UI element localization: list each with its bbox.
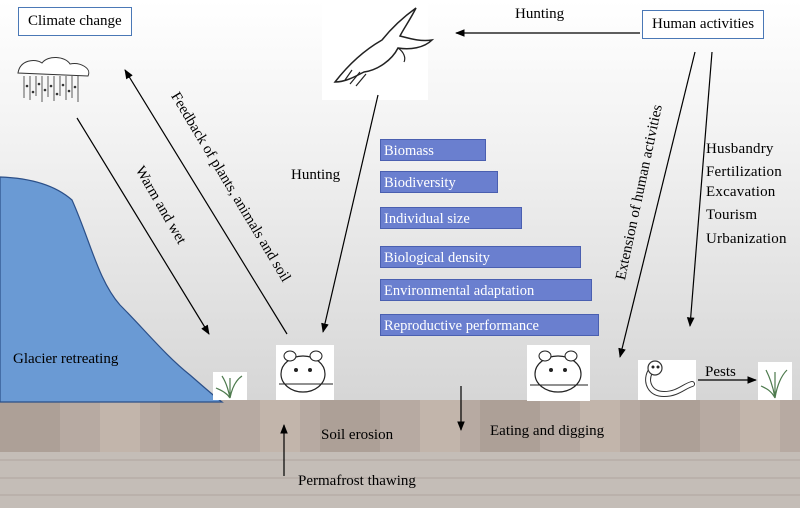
relation-arrows: [76, 29, 757, 476]
climate-change-box: Climate change: [18, 7, 132, 36]
worm-icon: [638, 360, 696, 400]
action-tourism: Tourism: [706, 207, 758, 223]
soil-texture: [0, 459, 800, 496]
hunting-label-left: Hunting: [291, 167, 341, 183]
soil-erosion-label: Soil erosion: [321, 427, 394, 443]
grass-icon: [213, 372, 247, 400]
hunting-label-top: Hunting: [515, 6, 565, 22]
permafrost-label: Permafrost thawing: [298, 473, 416, 489]
pika-icon: [527, 345, 590, 401]
warm-wet-arrow: [76, 117, 210, 335]
glacier-label: Glacier retreating: [13, 351, 119, 367]
hunting-arrow-down: [321, 94, 379, 333]
impact-bar-biological-density: Biological density: [380, 246, 581, 268]
impact-bar-reproductive-performance: Reproductive performance: [380, 314, 599, 336]
feedback-arrow: [124, 69, 288, 335]
extension-arrow: [618, 51, 696, 358]
action-excavation: Excavation: [706, 184, 776, 200]
soil-lower-layer: [0, 452, 800, 508]
impact-bar-biodiversity: Biodiversity: [380, 171, 498, 193]
eagle-icon: [322, 2, 435, 100]
eating-digging-label: Eating and digging: [490, 423, 605, 439]
human-actions-arrow: [686, 51, 713, 327]
pika-icon: [276, 345, 334, 400]
impact-bar-environmental-adaptation: Environmental adaptation: [380, 279, 592, 301]
action-urbanization: Urbanization: [706, 231, 787, 247]
impact-bar-individual-size: Individual size: [380, 207, 522, 229]
impact-bar-biomass: Biomass: [380, 139, 486, 161]
human-activities-box: Human activities: [642, 10, 765, 39]
action-fertilization: Fertilization: [706, 164, 782, 180]
glacier-shape: [0, 176, 224, 403]
action-husbandry: Husbandry: [706, 141, 774, 157]
soil-upper-layer: [0, 400, 800, 452]
grass-icon: [758, 362, 792, 400]
pests-label: Pests: [705, 364, 736, 380]
rain-cloud-icon: [17, 57, 90, 102]
